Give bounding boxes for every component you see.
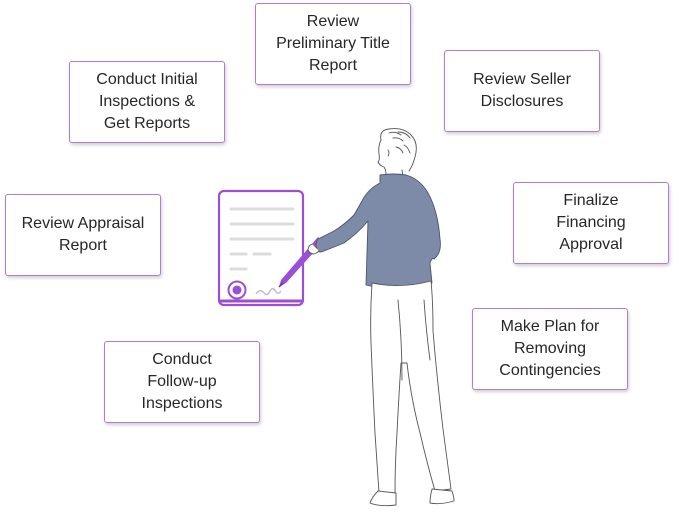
step-card-conduct-initial-inspections: Conduct Initial Inspections & Get Report… [69, 61, 225, 143]
step-card-make-plan-removing-contingencies: Make Plan for Removing Contingencies [472, 308, 628, 390]
step-card-review-preliminary-title-report: Review Preliminary Title Report [255, 3, 411, 85]
step-card-review-appraisal-report: Review Appraisal Report [5, 194, 161, 276]
contract-document-icon [217, 189, 305, 307]
step-card-review-seller-disclosures: Review Seller Disclosures [444, 50, 600, 132]
standing-man-illustration [307, 128, 455, 507]
step-card-finalize-financing-approval: Finalize Financing Approval [513, 182, 669, 264]
seal-icon [227, 280, 247, 300]
step-card-conduct-follow-up-inspections: Conduct Follow-up Inspections [104, 341, 260, 423]
signature-icon [255, 288, 282, 296]
